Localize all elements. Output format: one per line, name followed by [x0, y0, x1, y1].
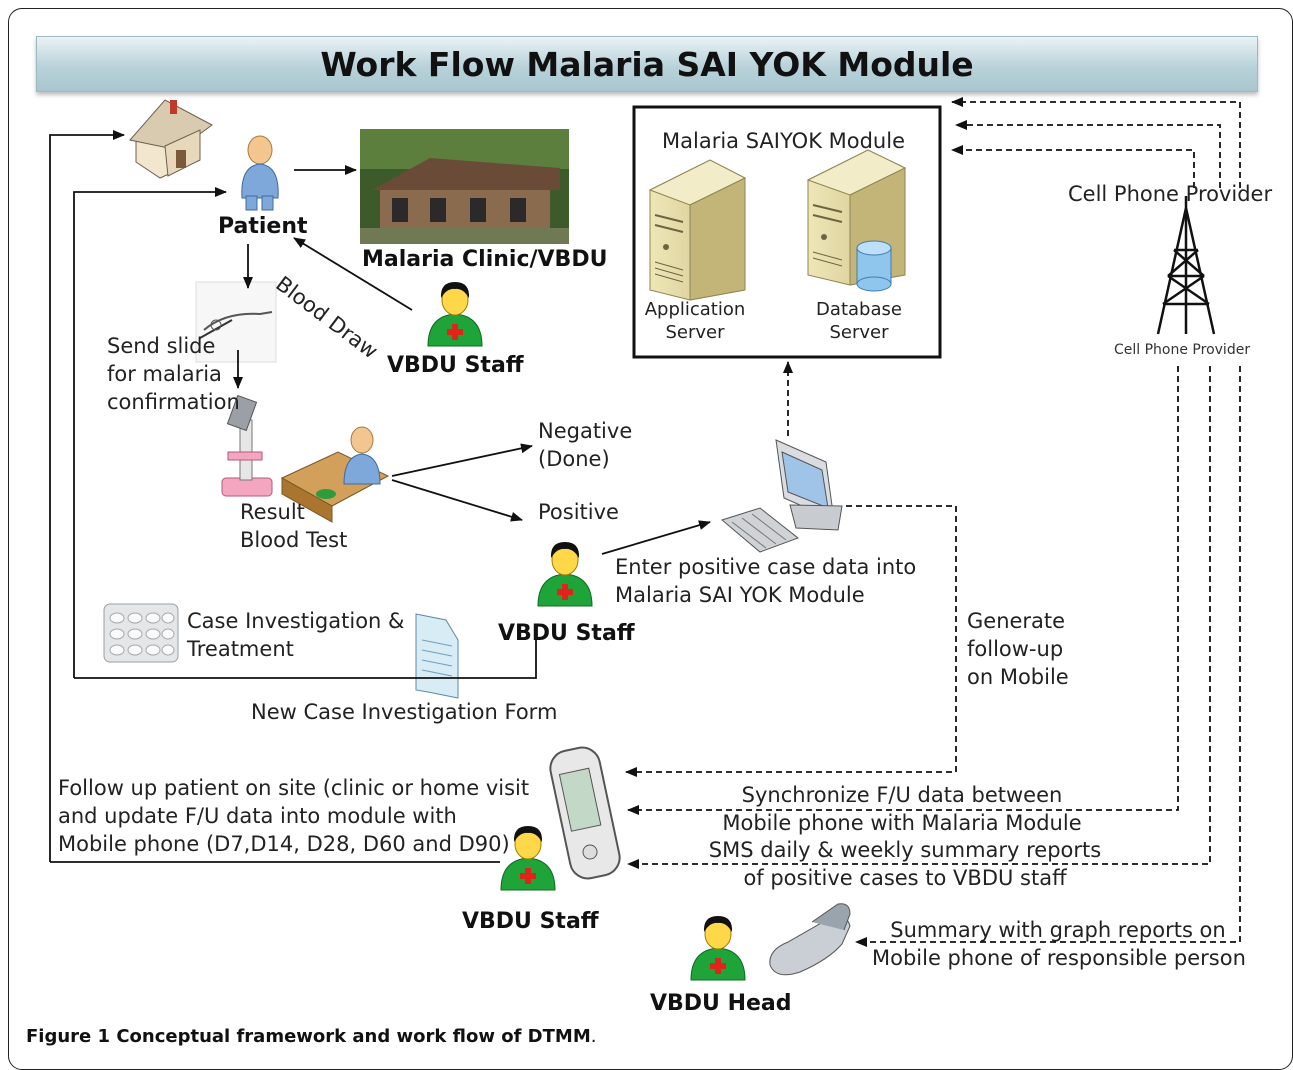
caption-text: Conceptual framework and work flow of DT…: [110, 1026, 591, 1047]
cell-tower-icon: [1156, 196, 1216, 335]
document-icon: [415, 613, 459, 699]
generate-followup-label: Generate follow-up on Mobile: [967, 607, 1069, 691]
house-icon: [129, 99, 213, 179]
send-slide-line2: for malaria: [107, 362, 222, 386]
negative-line1: Negative: [538, 419, 633, 443]
arrow-enter-data: [601, 520, 711, 555]
result-line2: Blood Test: [240, 528, 348, 552]
slide-sketch-icon: [195, 281, 277, 363]
sync-line2: Mobile phone with Malaria Module: [722, 811, 1082, 835]
case-investigation-label: Case Investigation & Treatment: [187, 607, 404, 663]
summary-line2: Mobile phone of responsible person: [872, 946, 1246, 970]
arrow-summary: [855, 366, 1241, 947]
arrow-sms: [627, 366, 1211, 869]
computer-icon: [720, 439, 843, 553]
vbdu-staff-icon-2: [537, 541, 593, 607]
enter-case-label: Enter positive case data into Malaria SA…: [615, 553, 916, 609]
loop-line-staff: [74, 640, 537, 679]
send-slide-line3: confirmation: [107, 390, 240, 414]
generate-followup-line2: follow-up: [967, 637, 1064, 661]
arrow-provider-1: [951, 97, 1241, 188]
case-investigation-line1: Case Investigation &: [187, 609, 405, 633]
enter-case-line2: Malaria SAI YOK Module: [615, 583, 865, 607]
arrow-positive: [391, 479, 523, 522]
follow-up-line1: Follow up patient on site (clinic or hom…: [58, 776, 530, 800]
clinic-label: Malaria Clinic/VBDU: [362, 247, 608, 272]
send-slide-label: Send slide for malaria confirmation: [107, 332, 240, 416]
sms-line2: of positive cases to VBDU staff: [743, 866, 1067, 890]
summary-label: Summary with graph reports on Mobile pho…: [872, 916, 1246, 972]
arrow-negative: [391, 443, 533, 477]
db-server-label: Database Server: [806, 298, 912, 344]
vbdu-head-label: VBDU Head: [650, 991, 792, 1016]
vbdu-staff-label-3: VBDU Staff: [462, 909, 599, 934]
arrow-provider-2: [955, 120, 1221, 188]
arrow-blood-draw: [293, 237, 413, 311]
db-server-label-line1: Database: [816, 299, 902, 320]
sync-line1: Synchronize F/U data between: [741, 783, 1063, 807]
lab-worker-icon: [280, 426, 390, 523]
microscope-icon: [221, 394, 273, 497]
tower-caption: Cell Phone Provider: [1114, 342, 1251, 358]
negative-label: Negative (Done): [538, 417, 632, 473]
app-server-label: Application Server: [640, 298, 750, 344]
diagram-title: Work Flow Malaria SAI YOK Module: [320, 44, 974, 84]
title-banner: Work Flow Malaria SAI YOK Module: [36, 36, 1258, 92]
generate-followup-line3: on Mobile: [967, 665, 1069, 689]
caption-label: Figure 1: [26, 1026, 111, 1047]
vbdu-staff-label-1: VBDU Staff: [387, 353, 524, 378]
result-blood-test-label: Result Blood Test: [240, 498, 347, 554]
send-slide-line1: Send slide: [107, 334, 216, 358]
app-server-label-line1: Application: [644, 299, 746, 320]
summary-line1: Summary with graph reports on: [890, 918, 1226, 942]
patient-icon: [241, 135, 279, 211]
flip-phone-icon: [769, 903, 851, 976]
arrow-generate-followup: [625, 505, 957, 777]
patient-label: Patient: [218, 214, 308, 239]
sms-label: SMS daily & weekly summary reports of po…: [700, 836, 1110, 892]
app-server-label-line2: Server: [665, 322, 725, 343]
generate-followup-line1: Generate: [967, 609, 1066, 633]
database-server-icon: [806, 149, 907, 292]
mobile-phone-icon: [549, 746, 621, 880]
pills-icon: [103, 603, 179, 663]
application-server-icon: [648, 159, 747, 301]
follow-up-line3: Mobile phone (D7,D14, D28, D60 and D90): [58, 832, 510, 856]
caption-end: .: [590, 1026, 597, 1047]
loop-arrow-home: [49, 130, 125, 862]
result-line1: Result: [240, 500, 305, 524]
sync-label: Synchronize F/U data between Mobile phon…: [712, 781, 1092, 837]
module-title: Malaria SAIYOK Module: [662, 129, 905, 153]
vbdu-staff-label-2: VBDU Staff: [498, 621, 635, 646]
follow-up-line2: and update F/U data into module with: [58, 804, 457, 828]
sms-line1: SMS daily & weekly summary reports: [708, 838, 1102, 862]
enter-case-line1: Enter positive case data into: [615, 555, 917, 579]
negative-line2: (Done): [538, 447, 610, 471]
positive-label: Positive: [538, 500, 619, 524]
db-server-label-line2: Server: [829, 322, 889, 343]
figure-caption: Figure 1 Conceptual framework and work f…: [26, 1026, 596, 1047]
vbdu-head-icon: [690, 915, 746, 981]
case-investigation-line2: Treatment: [187, 637, 294, 661]
follow-up-label: Follow up patient on site (clinic or hom…: [58, 774, 529, 858]
arrow-provider-3: [951, 145, 1195, 188]
clinic-photo: [360, 129, 569, 244]
new-case-form-label: New Case Investigation Form: [251, 700, 558, 724]
loop-arrow-patient: [73, 187, 227, 678]
cell-phone-provider-label: Cell Phone Provider: [1068, 182, 1273, 206]
arrow-sync: [627, 366, 1179, 815]
vbdu-staff-icon-1: [427, 281, 483, 347]
